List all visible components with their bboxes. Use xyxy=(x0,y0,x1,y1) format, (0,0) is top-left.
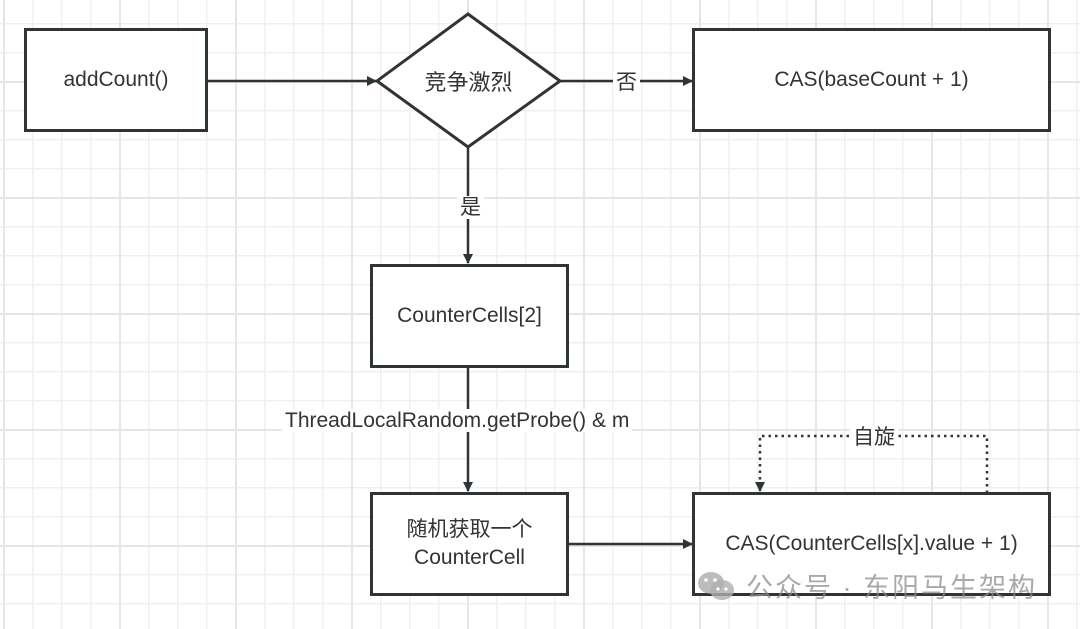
node-cas-cell-label: CAS(CounterCells[x].value + 1) xyxy=(725,531,1018,555)
node-random-cell[interactable]: 随机获取一个 CounterCell xyxy=(370,492,569,596)
watermark: 公众号 · 东阳马生架构 xyxy=(696,566,1037,605)
node-decision-label: 竞争激烈 xyxy=(424,69,513,95)
node-counter-cells-label: CounterCells[2] xyxy=(397,303,542,327)
node-decision[interactable]: 竞争激烈 xyxy=(377,14,560,147)
node-add-count-label: addCount() xyxy=(63,67,169,91)
edge-label-yes: 是 xyxy=(457,196,484,219)
watermark-text: 公众号 · 东阳马生架构 xyxy=(746,573,1037,603)
edge-label-probe: ThreadLocalRandom.getProbe() & m xyxy=(282,409,633,432)
node-random-cell-label-line1: 随机获取一个 xyxy=(406,517,533,541)
edge-label-spin: 自旋 xyxy=(850,426,898,449)
node-cas-base-label: CAS(baseCount + 1) xyxy=(774,67,969,91)
node-add-count[interactable]: addCount() xyxy=(24,28,208,132)
node-cas-cell[interactable]: CAS(CounterCells[x].value + 1) xyxy=(692,492,1051,596)
node-cas-base[interactable]: CAS(baseCount + 1) xyxy=(692,28,1051,132)
node-counter-cells[interactable]: CounterCells[2] xyxy=(370,264,569,368)
wechat-icon xyxy=(698,571,734,600)
edge-label-no: 否 xyxy=(613,71,640,94)
node-random-cell-label-line2: CounterCell xyxy=(414,546,525,569)
